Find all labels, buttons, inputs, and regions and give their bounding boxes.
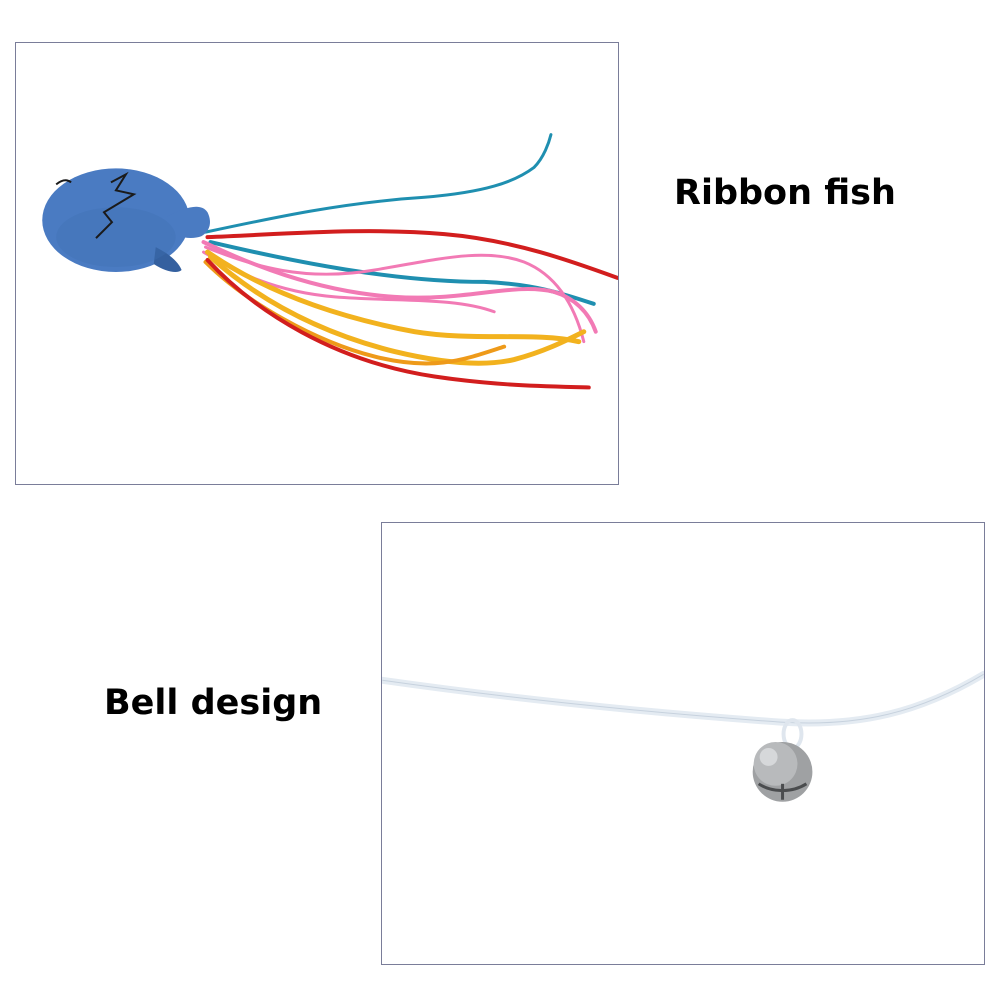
ribbons bbox=[201, 133, 618, 390]
bell bbox=[752, 742, 813, 802]
ribbon-fish-illustration bbox=[42, 133, 618, 390]
bell-illustration bbox=[382, 670, 984, 802]
fish-plush bbox=[42, 168, 210, 272]
bell-design-image-panel bbox=[381, 522, 985, 965]
elastic-string bbox=[382, 670, 984, 727]
ribbon-fish-caption: Ribbon fish bbox=[674, 173, 896, 213]
ribbon-fish-image-panel bbox=[15, 42, 619, 485]
bell-design-caption: Bell design bbox=[104, 683, 323, 723]
